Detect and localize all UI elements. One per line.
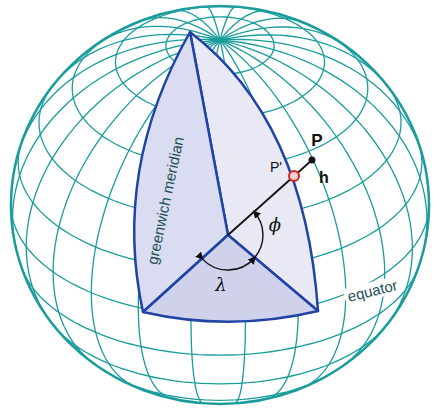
wedge-face [143,235,318,322]
longitude-symbol: λ [215,276,226,294]
cut-wedge [134,32,318,322]
point-label: P [311,132,322,149]
globe-fill [11,6,429,404]
grid-line [220,11,268,40]
surface-point [289,171,299,181]
point-p [309,157,316,164]
globe-outline [11,6,429,404]
latitude-symbol: ϕ [269,216,281,234]
grid-line [116,377,325,400]
grid-line [220,7,236,40]
height-label: h [319,170,329,186]
point-label: P' [270,160,282,174]
longitude-arc [202,258,255,270]
graticule [11,7,429,404]
latitude-arc [254,212,263,258]
grid-line [220,18,301,40]
radius-line [228,160,312,235]
